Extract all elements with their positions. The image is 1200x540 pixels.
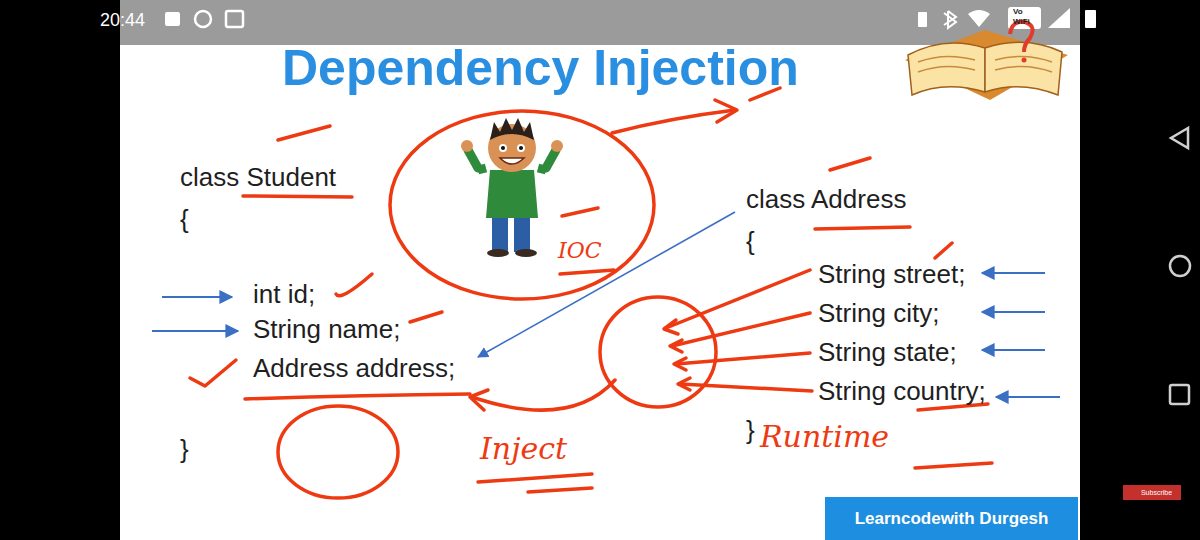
underline	[915, 463, 992, 468]
pupil	[519, 146, 523, 150]
recents-button	[1170, 385, 1189, 404]
tick	[336, 274, 372, 296]
hand	[551, 140, 563, 152]
reference-arrow	[478, 212, 735, 357]
subscribe-button: Subscribe	[1123, 485, 1181, 500]
underline	[815, 227, 910, 229]
smile	[500, 158, 524, 164]
tick	[190, 360, 236, 386]
arrow-heads	[664, 320, 690, 390]
signal-icon	[1048, 8, 1070, 28]
code-line: {	[746, 227, 755, 257]
tick	[562, 208, 598, 216]
leg	[492, 218, 508, 252]
code-line: String state;	[818, 338, 957, 368]
code-line: int id;	[253, 280, 315, 310]
eye	[499, 144, 507, 152]
code-line: {	[180, 205, 189, 235]
arrow-head	[715, 100, 737, 122]
brand-banner: Learncodewith Durgesh	[825, 497, 1078, 540]
wifi-icon	[968, 10, 990, 27]
underline	[560, 270, 614, 274]
node-text: Subscribe	[1141, 489, 1172, 496]
tick	[410, 312, 442, 322]
handwritten-note: IOC	[558, 238, 602, 263]
shirt	[486, 170, 538, 218]
status-icons	[165, 7, 1096, 29]
pointer-arrow	[996, 396, 1060, 398]
shoe	[487, 249, 509, 257]
slide-title: Dependency Injection	[282, 40, 799, 98]
navigation-bar	[1170, 128, 1190, 404]
code-line: String street;	[818, 260, 965, 290]
code-line: }	[180, 435, 189, 465]
pointer-arrow	[982, 272, 1045, 274]
red-annotations	[190, 88, 992, 498]
battery-icon	[1085, 10, 1096, 28]
node-text: Learncodewith Durgesh	[855, 509, 1049, 529]
boy-illustration	[461, 118, 563, 257]
inject-arrow	[472, 380, 615, 410]
vibrate-icon	[918, 12, 927, 27]
leg	[514, 218, 530, 252]
pointer-arrow	[152, 330, 238, 332]
tick	[278, 126, 330, 140]
code-line: Address address;	[253, 354, 455, 384]
hand	[461, 140, 473, 152]
hair	[490, 118, 534, 140]
ioc-circle	[390, 111, 654, 299]
status-badge-text: Vo	[1013, 7, 1023, 16]
bluetooth-icon	[944, 11, 956, 28]
whatsapp-icon	[195, 11, 211, 27]
question-dot	[1022, 58, 1027, 63]
arrow-head	[470, 390, 488, 410]
book-icon	[905, 22, 1068, 100]
slide-ground	[120, 0, 1080, 540]
field-lines	[666, 270, 812, 391]
eye	[517, 144, 525, 152]
code-line: String country;	[818, 377, 986, 407]
underline	[478, 474, 592, 492]
underline	[243, 196, 352, 197]
question-mark	[1010, 22, 1033, 52]
book-cover	[905, 30, 1068, 100]
handwritten-note: Runtime	[760, 420, 889, 455]
pointer-arrow	[982, 349, 1045, 351]
code-line: class Student	[180, 163, 336, 193]
object-circle	[278, 406, 398, 498]
underline	[245, 394, 470, 399]
code-line: String city;	[818, 299, 939, 329]
code-line: String name;	[253, 315, 400, 345]
pointer-arrows	[152, 212, 1060, 397]
pointer-arrow	[982, 311, 1045, 313]
status-bar	[120, 0, 1080, 45]
app-icon	[226, 11, 243, 27]
book-lines	[918, 56, 1052, 72]
shoe	[515, 249, 537, 257]
back-button	[1171, 128, 1188, 148]
handwritten-note: Inject	[480, 432, 567, 467]
pupil	[501, 146, 505, 150]
code-line: }	[746, 416, 755, 446]
home-button	[1170, 256, 1190, 276]
code-line: class Address	[746, 185, 906, 215]
status-badge-text: WiFi	[1013, 17, 1030, 26]
tick	[830, 158, 870, 170]
tick	[935, 243, 952, 258]
status-time: 20:44	[100, 10, 145, 31]
message-icon	[165, 12, 180, 26]
pointer-arrow	[162, 296, 232, 298]
